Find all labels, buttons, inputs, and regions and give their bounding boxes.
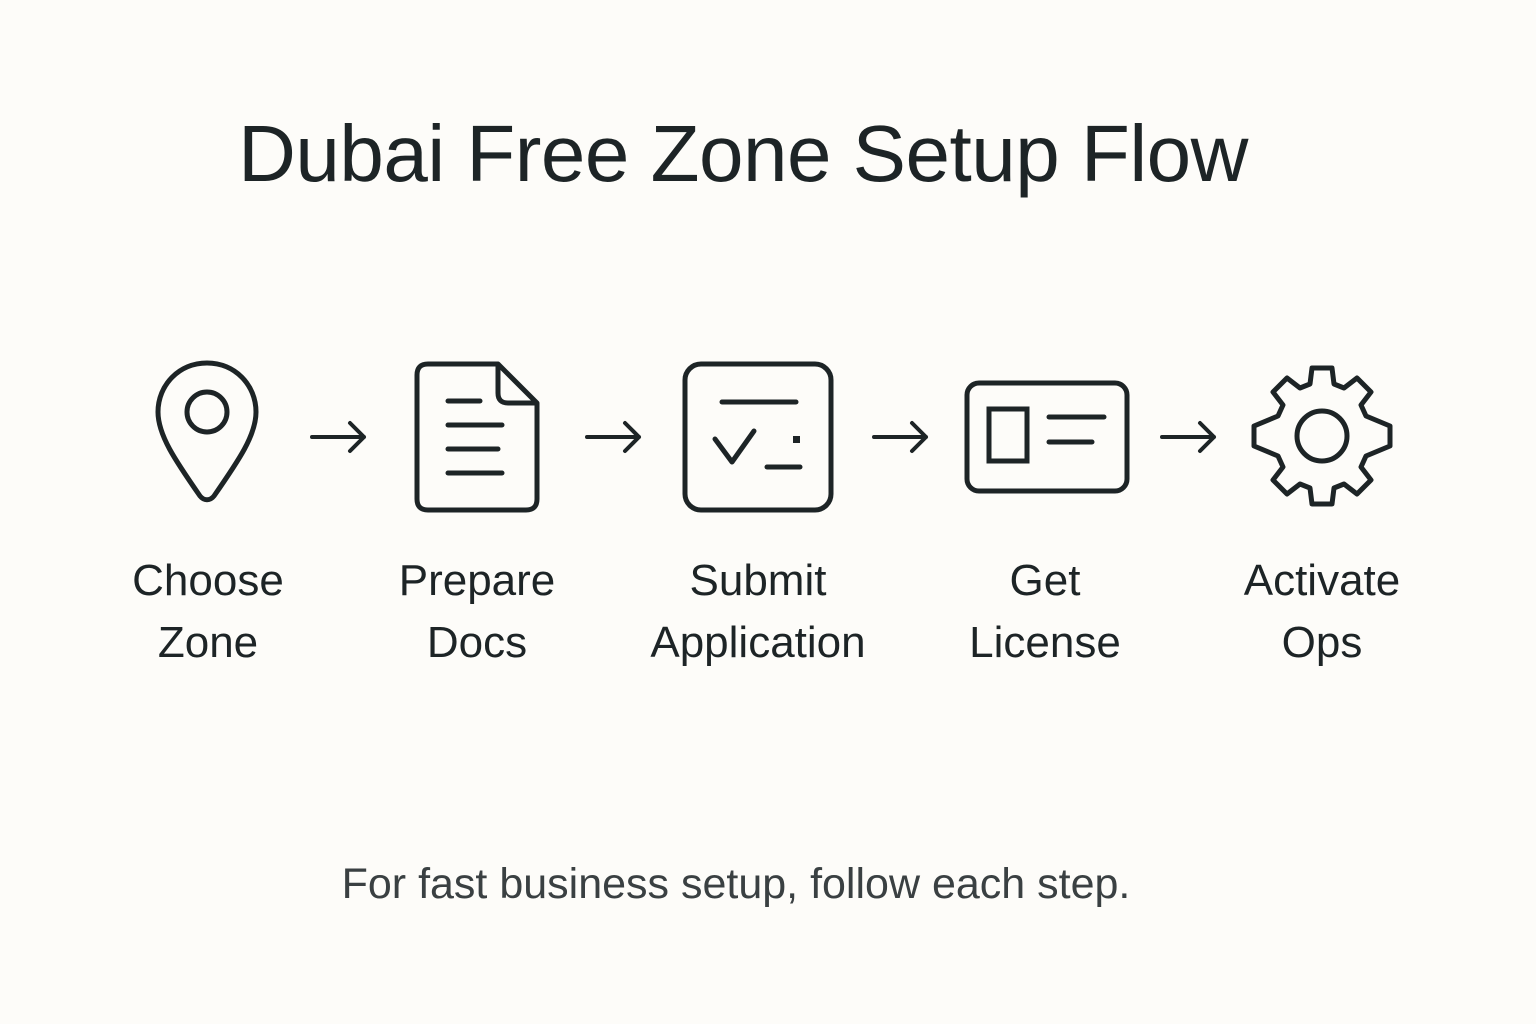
arrow-icon bbox=[872, 420, 932, 459]
step-label-line: License bbox=[969, 618, 1121, 667]
gear-icon bbox=[1250, 364, 1394, 508]
step-label-line: Zone bbox=[157, 618, 259, 667]
checklist-form-icon bbox=[682, 361, 834, 513]
step-label-line: Application bbox=[650, 618, 866, 667]
id-card-icon bbox=[964, 380, 1130, 494]
step-label-submit-application: Submit Application bbox=[618, 550, 898, 674]
arrow-icon bbox=[1160, 420, 1220, 459]
step-label-prepare-docs: Prepare Docs bbox=[377, 550, 577, 674]
step-label-line: Docs bbox=[426, 618, 528, 667]
step-label-choose-zone: Choose Zone bbox=[108, 550, 308, 674]
document-icon bbox=[414, 361, 540, 513]
arrow-icon bbox=[585, 420, 645, 459]
step-label-line: Submit bbox=[689, 556, 827, 605]
step-label-line: Get bbox=[1009, 556, 1081, 605]
step-label-line: Prepare bbox=[398, 556, 556, 605]
map-pin-icon bbox=[155, 360, 259, 504]
footer-caption: For fast business setup, follow each ste… bbox=[341, 860, 1131, 908]
step-label-line: Choose bbox=[132, 556, 284, 605]
step-label-line: Ops bbox=[1281, 618, 1363, 667]
step-label-line: Activate bbox=[1243, 556, 1401, 605]
diagram-title: Dubai Free Zone Setup Flow bbox=[238, 109, 1248, 198]
step-label-activate-ops: Activate Ops bbox=[1222, 550, 1422, 674]
step-label-get-license: Get License bbox=[945, 550, 1145, 674]
arrow-icon bbox=[310, 420, 370, 459]
